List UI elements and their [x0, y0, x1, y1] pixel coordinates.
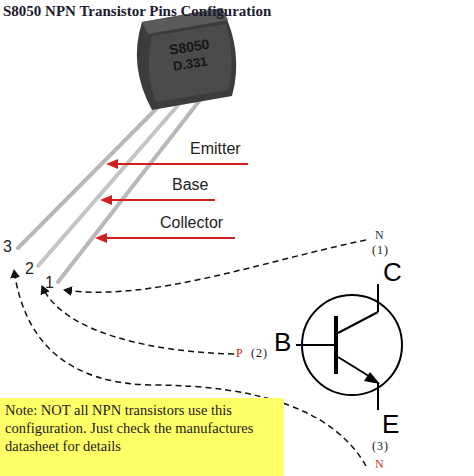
package-face: [149, 24, 232, 102]
pin-number: 3: [3, 238, 12, 256]
base-wire: [296, 344, 336, 346]
doping-letter: N: [375, 229, 385, 243]
pin-name: Emitter: [190, 140, 241, 158]
terminal-letter: E: [382, 410, 399, 440]
pin-pointers: [95, 159, 248, 243]
terminal-letter: B: [274, 328, 291, 358]
note-text: Note: NOT all NPN transistors use this c…: [5, 401, 279, 455]
pointer-line: [105, 237, 235, 239]
pin-number: (3): [372, 440, 389, 454]
pointer-line: [110, 199, 215, 201]
pointer-line: [116, 163, 248, 165]
package-body: [137, 8, 236, 110]
pointer-head: [95, 233, 107, 243]
pointer-head: [100, 195, 112, 205]
dashed-arrow: [42, 286, 234, 354]
collector-wire: [377, 284, 379, 312]
emitter-wire: [338, 357, 372, 378]
diagram-title: S8050 NPN Transistor Pins Configuration: [3, 3, 271, 20]
doping-letter: N: [375, 458, 385, 472]
note-box: Note: NOT all NPN transistors use this c…: [0, 398, 284, 476]
pin-name: Collector: [160, 214, 223, 232]
base-lead: [38, 103, 180, 266]
pin-number: (2): [251, 347, 268, 361]
doping-letter: P: [236, 347, 244, 361]
pin-name: Base: [172, 176, 208, 194]
pin-number: 2: [25, 260, 34, 278]
terminal-letter: C: [383, 258, 402, 288]
pin-number: (1): [372, 244, 389, 258]
pin-number: 1: [45, 274, 54, 292]
transistor-package: [137, 8, 236, 110]
npn-symbol: [296, 284, 402, 410]
emitter-wire: [377, 382, 379, 410]
collector-wire: [338, 312, 378, 333]
dashed-arrow: [64, 240, 366, 292]
pointer-head: [106, 159, 118, 169]
